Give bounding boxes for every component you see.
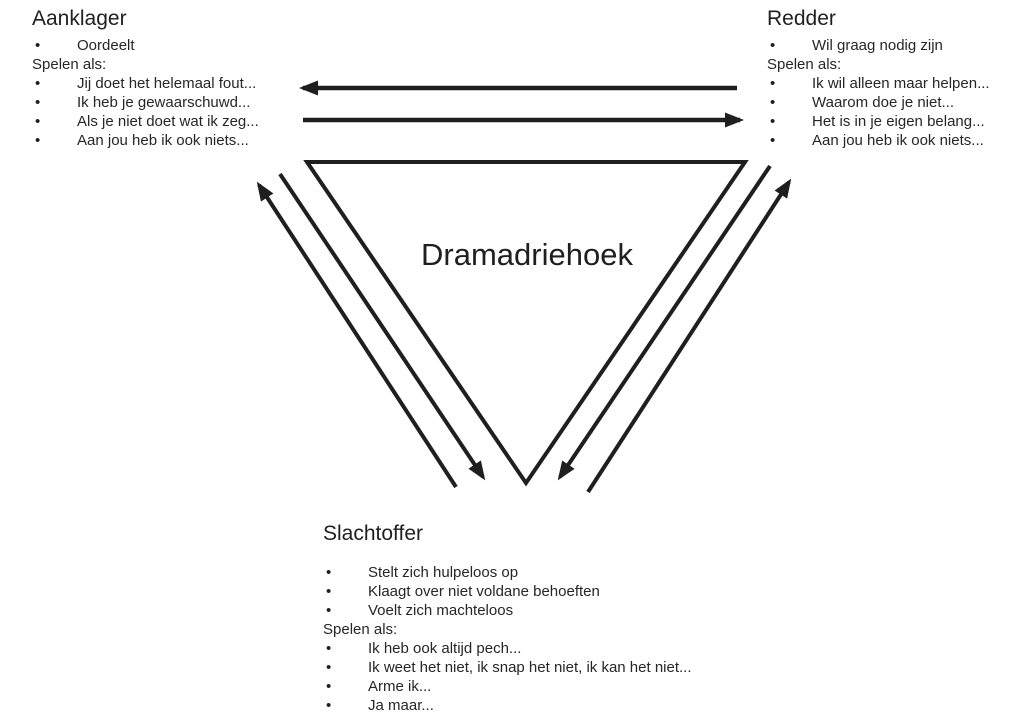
arrow-aanklager-to-slachtoffer: [278, 172, 486, 481]
spelen-als-label: Spelen als:: [32, 56, 107, 73]
bullet-icon: •: [326, 697, 332, 714]
triangle-title: Dramadriehoek: [421, 237, 633, 272]
bullet-icon: •: [770, 132, 776, 149]
phrase-text: Waarom doe je niet...: [812, 94, 955, 111]
spelen-als-label: Spelen als:: [323, 621, 398, 638]
bullet-icon: •: [35, 113, 41, 130]
spelen-als-label: Spelen als:: [767, 56, 842, 73]
list-item: • Ja maar...: [323, 696, 763, 715]
list-item: • Stelt zich hulpeloos op: [323, 563, 763, 582]
bullet-icon: •: [770, 37, 776, 54]
bullet-icon: •: [770, 75, 776, 92]
bullet-icon: •: [326, 678, 332, 695]
bullet-icon: •: [35, 94, 41, 111]
aanklager-title: Aanklager: [32, 7, 127, 30]
drama-triangle-shape: [303, 160, 749, 487]
phrase-text: Arme ik...: [368, 678, 432, 695]
phrase-text: Ja maar...: [368, 697, 434, 714]
slachtoffer-block: Slachtoffer • Stelt zich hulpeloos op • …: [323, 521, 763, 715]
list-item: • Als je niet doet wat ik zeg...: [32, 112, 304, 131]
list-item: • Ik heb je gewaarschuwd...: [32, 93, 304, 112]
trait-text: Wil graag nodig zijn: [812, 37, 943, 54]
phrase-text: Ik heb ook altijd pech...: [368, 640, 522, 657]
phrase-text: Ik heb je gewaarschuwd...: [77, 94, 251, 111]
list-item: • Jij doet het helemaal fout...: [32, 74, 304, 93]
arrow-redder-to-slachtoffer: [557, 164, 772, 481]
bullet-icon: •: [35, 75, 41, 92]
list-item: • Wil graag nodig zijn: [767, 36, 1023, 55]
arrow-slachtoffer-to-redder: [586, 178, 792, 494]
bullet-icon: •: [326, 564, 332, 581]
list-item: • Het is in je eigen belang...: [767, 112, 1023, 131]
trait-text: Stelt zich hulpeloos op: [368, 564, 519, 581]
phrase-text: Ik wil alleen maar helpen...: [812, 75, 990, 92]
bullet-icon: •: [326, 602, 332, 619]
list-item: • Aan jou heb ik ook niets...: [32, 131, 304, 150]
bullet-icon: •: [326, 583, 332, 600]
list-item: • Voelt zich machteloos: [323, 601, 763, 620]
aanklager-block: Aanklager • Oordeelt Spelen als: • Jij d…: [32, 6, 304, 150]
phrase-text: Jij doet het helemaal fout...: [77, 75, 257, 92]
slachtoffer-title: Slachtoffer: [323, 522, 424, 545]
list-item: • Ik weet het niet, ik snap het niet, ik…: [323, 658, 763, 677]
arrow-slachtoffer-to-aanklager: [256, 181, 458, 489]
phrase-text: Als je niet doet wat ik zeg...: [77, 113, 259, 130]
list-item: • Aan jou heb ik ook niets...: [767, 131, 1023, 150]
bullet-icon: •: [326, 640, 332, 657]
list-item: • Oordeelt: [32, 36, 304, 55]
trait-text: Klaagt over niet voldane behoeften: [368, 583, 600, 600]
list-item: • Arme ik...: [323, 677, 763, 696]
trait-text: Oordeelt: [77, 37, 135, 54]
redder-title: Redder: [767, 7, 836, 30]
phrase-text: Het is in je eigen belang...: [812, 113, 985, 130]
bullet-icon: •: [770, 113, 776, 130]
list-item: • Ik wil alleen maar helpen...: [767, 74, 1023, 93]
bullet-icon: •: [35, 132, 41, 149]
bullet-icon: •: [770, 94, 776, 111]
list-item: • Waarom doe je niet...: [767, 93, 1023, 112]
redder-block: Redder • Wil graag nodig zijn Spelen als…: [767, 6, 1023, 150]
phrase-text: Aan jou heb ik ook niets...: [812, 132, 984, 149]
bullet-icon: •: [35, 37, 41, 54]
phrase-text: Ik weet het niet, ik snap het niet, ik k…: [368, 659, 692, 676]
bullet-icon: •: [326, 659, 332, 676]
phrase-text: Aan jou heb ik ook niets...: [77, 132, 249, 149]
list-item: • Klaagt over niet voldane behoeften: [323, 582, 763, 601]
list-item: • Ik heb ook altijd pech...: [323, 639, 763, 658]
trait-text: Voelt zich machteloos: [368, 602, 514, 619]
